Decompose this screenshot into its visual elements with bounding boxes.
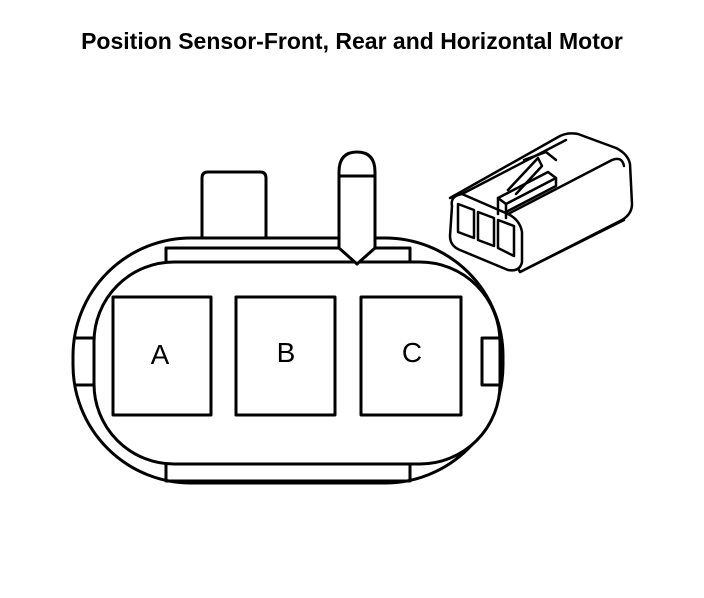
- top-wall: [164, 246, 412, 264]
- polarizing-key: [337, 150, 377, 266]
- pin-cavity-a: [111, 295, 213, 417]
- connector-isometric-icon: [448, 132, 634, 274]
- latch-tab: [200, 170, 268, 250]
- pin-label-a: A: [151, 339, 170, 370]
- pin-label-c: C: [402, 337, 422, 368]
- bottom-wall: [164, 462, 412, 483]
- pin-cavity-b: [234, 295, 337, 417]
- right-notch: [480, 336, 502, 387]
- diagram-title: Position Sensor-Front, Rear and Horizont…: [81, 28, 623, 54]
- pin-cavity-c: [359, 295, 463, 417]
- left-notch: [74, 336, 96, 387]
- connector-face: [71, 150, 505, 485]
- pin-label-b: B: [277, 337, 296, 368]
